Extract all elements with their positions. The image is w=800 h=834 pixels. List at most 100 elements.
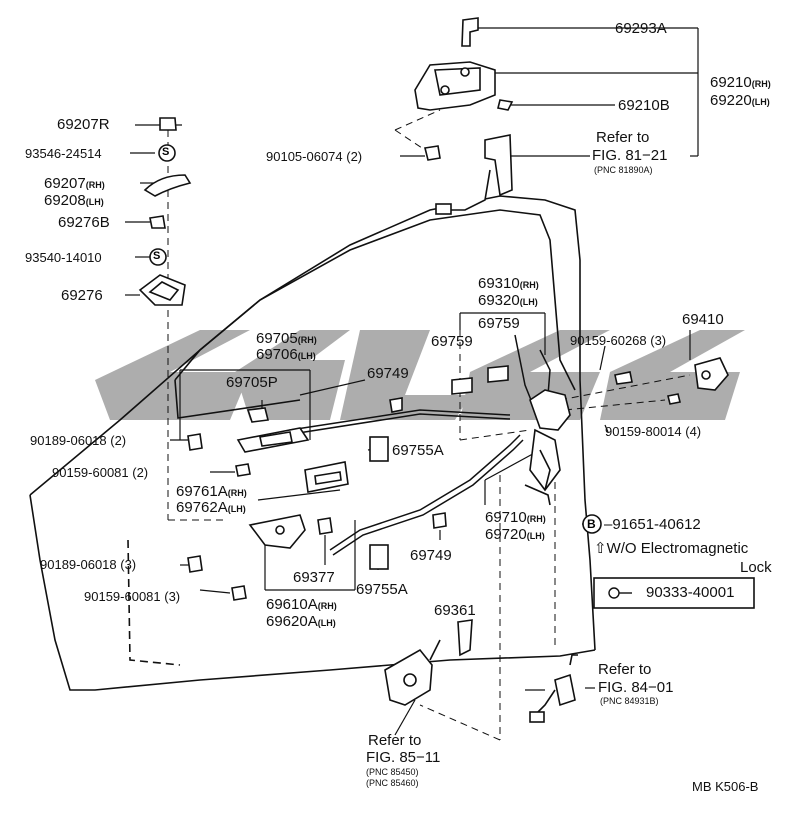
label-69755a-a: 69755A: [392, 442, 444, 459]
part-90189-a: [187, 433, 203, 451]
label-69720-num: 69720: [485, 526, 527, 543]
suffix-lh: (LH): [85, 197, 104, 207]
part-93546: [158, 144, 176, 162]
label-69207-num: 69207: [44, 175, 86, 192]
part-69755a-b: [369, 544, 389, 570]
suffix-lh: (LH): [751, 97, 770, 107]
suffix-rh: (RH): [85, 180, 105, 190]
part-69749-clip-a: [389, 397, 403, 413]
label-69610a: 69610A(RH): [266, 597, 337, 612]
label-69759-a: 69759: [431, 333, 473, 350]
label-69755a-b: 69755A: [356, 581, 408, 598]
label-69706-num: 69706: [256, 346, 298, 363]
label-69377: 69377: [293, 569, 335, 586]
suffix-rh: (RH): [317, 601, 337, 611]
label-69706: 69706(LH): [256, 347, 316, 362]
label-69710-num: 69710: [485, 509, 527, 526]
label-69310: 69310(RH): [478, 276, 539, 291]
part-69361: [457, 619, 473, 657]
label-69210b: 69210B: [618, 97, 670, 114]
label-69208-num: 69208: [44, 192, 86, 209]
wo-electromagnetic-line1: ⇧W/O Electromagnetic: [594, 540, 749, 557]
part-90159-60268: [614, 371, 633, 385]
label-69761a-num: 69761A: [176, 483, 228, 500]
label-90189-a: 90189-06018 (2): [30, 433, 127, 448]
suffix-lh: (LH): [297, 351, 316, 361]
label-69220-num: 69220: [710, 92, 752, 109]
suffix-lh: (LH): [317, 618, 336, 628]
door-outline: [29, 195, 596, 651]
part-lock-assembly: [529, 389, 571, 431]
ref-81-line2: FIG. 81−21: [592, 147, 668, 164]
ref-85-line2: FIG. 85−11: [366, 749, 441, 766]
label-91651: –91651-40612: [604, 516, 701, 533]
part-69207r: [159, 117, 177, 131]
part-69759-a: [451, 377, 473, 395]
ref-81-pnc: (PNC 81890A): [594, 165, 653, 175]
label-90159-60268: 90159-60268 (3): [570, 333, 667, 348]
label-69749-a: 69749: [367, 365, 409, 382]
label-69208: 69208(LH): [44, 193, 104, 208]
label-69749-b: 69749: [410, 547, 452, 564]
label-69320: 69320(LH): [478, 293, 538, 308]
label-69207r: 69207R: [57, 116, 110, 133]
label-69293a: 69293A: [615, 20, 667, 37]
s-marker-2: S: [153, 250, 161, 262]
wo-electromagnetic-line2: Lock: [740, 559, 772, 576]
part-69293a: [461, 17, 479, 47]
label-69276b: 69276B: [58, 214, 110, 231]
label-69361: 69361: [434, 602, 476, 619]
part-90159-60081-b: [231, 585, 247, 601]
label-69220: 69220(LH): [710, 93, 770, 108]
label-69210: 69210(RH): [710, 75, 771, 90]
ref-81-line1: Refer to: [596, 129, 650, 146]
ref-84-pnc: (PNC 84931B): [600, 696, 659, 706]
part-lock-cylinder-wire: [484, 134, 513, 197]
part-door-switch: [554, 673, 576, 707]
label-69210-num: 69210: [710, 74, 752, 91]
label-69620a-num: 69620A: [266, 613, 318, 630]
part-69276b: [149, 215, 166, 229]
label-69320-num: 69320: [478, 292, 520, 309]
suffix-lh: (LH): [519, 297, 538, 307]
label-69705: 69705(RH): [256, 331, 317, 346]
s-marker-1: S: [162, 146, 170, 158]
suffix-lh: (LH): [526, 531, 545, 541]
suffix-rh: (RH): [751, 79, 771, 89]
suffix-rh: (RH): [227, 488, 247, 498]
part-90105: [424, 145, 441, 161]
label-69710: 69710(RH): [485, 510, 546, 525]
part-69207-knob: [143, 174, 192, 197]
part-90189-b: [187, 555, 203, 573]
label-69762a: 69762A(LH): [176, 500, 246, 515]
part-69705p: [246, 407, 269, 423]
label-93546: 93546-24514: [25, 146, 102, 161]
label-69610a-num: 69610A: [266, 596, 318, 613]
suffix-rh: (RH): [526, 514, 546, 524]
ref-85-line1: Refer to: [368, 732, 422, 749]
part-69377: [317, 517, 333, 535]
figure-code: MB K506-B: [692, 779, 759, 794]
part-69210b: [497, 99, 514, 111]
ref-85-pnc2: (PNC 85460): [366, 778, 419, 788]
part-69410-striker: [694, 357, 729, 391]
label-69762a-num: 69762A: [176, 499, 228, 516]
w-o-electromagnetic-box: [593, 577, 755, 609]
label-69310-num: 69310: [478, 275, 520, 292]
ref-85-pnc1: (PNC 85450): [366, 767, 419, 777]
b-marker: [582, 514, 602, 534]
label-69276: 69276: [61, 287, 103, 304]
label-90159-60081-a: 90159-60081 (2): [52, 465, 149, 480]
suffix-rh: (RH): [519, 280, 539, 290]
label-69705p: 69705P: [226, 374, 278, 391]
ref-84-line1: Refer to: [598, 661, 652, 678]
part-90159-80014: [667, 393, 681, 405]
label-69761a: 69761A(RH): [176, 484, 247, 499]
label-69410: 69410: [682, 311, 724, 328]
b-marker-label: B: [587, 517, 596, 531]
ref-84-line2: FIG. 84−01: [598, 679, 674, 696]
label-69705-num: 69705: [256, 330, 298, 347]
label-69620a: 69620A(LH): [266, 614, 336, 629]
part-69749-clip-b: [432, 512, 447, 529]
